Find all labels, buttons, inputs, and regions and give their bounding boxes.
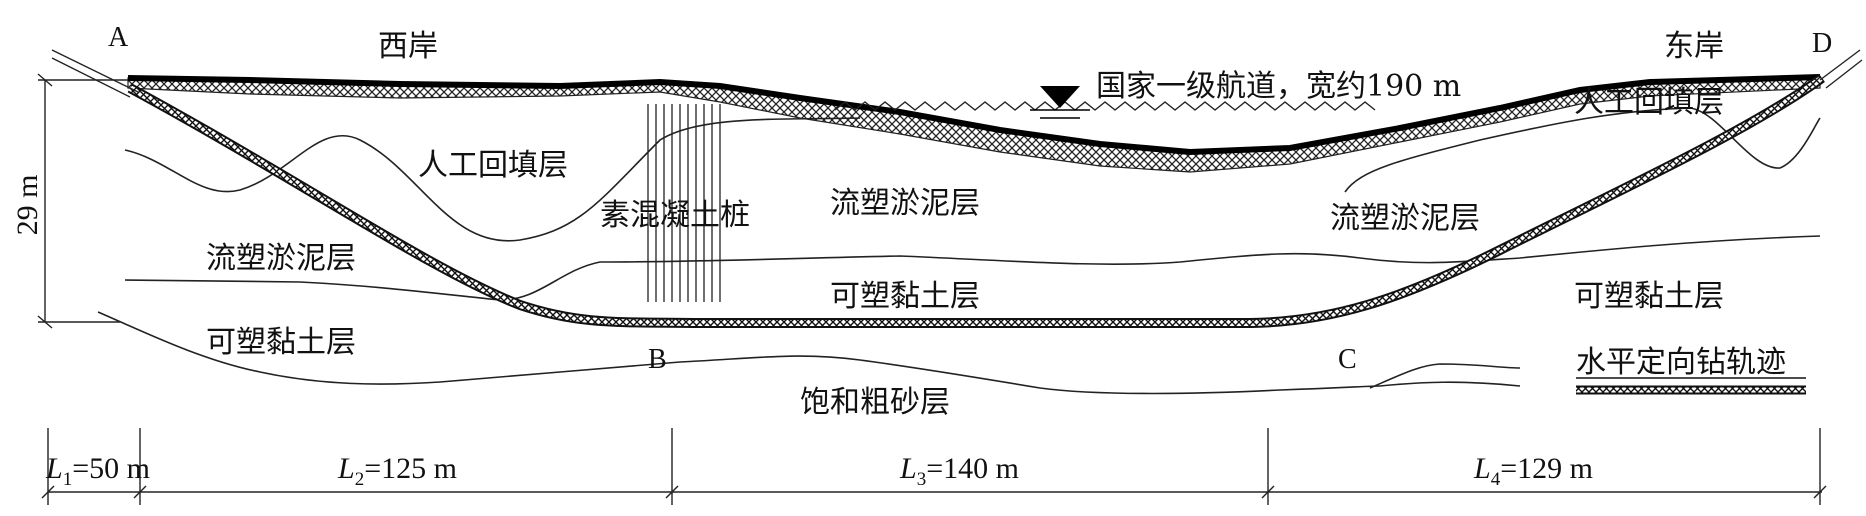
fill-boundary-west: [124, 117, 861, 242]
entry-line-b: [51, 57, 131, 98]
legend: 水平定向钻轨迹: [1576, 345, 1806, 395]
layer-label-fill-east: 人工回填层: [1574, 85, 1724, 120]
segment-label-3: L3=140 m: [899, 452, 1019, 490]
sand-lens-upper: [1369, 363, 1521, 389]
segment-label-1: L1=50 m: [45, 452, 150, 490]
segment-dimension-line: [41, 428, 1827, 505]
layer-label-clay-west: 可塑黏土层: [206, 325, 356, 360]
layer-label-clay-mid: 可塑黏土层: [830, 279, 980, 314]
point-a-label: A: [108, 22, 129, 53]
water-surface-zigzag: [834, 101, 1376, 111]
segment-label-4: L4=129 m: [1473, 452, 1593, 490]
water-level-marker: [1030, 86, 1090, 119]
layer-label-clay-east: 可塑黏土层: [1574, 279, 1724, 314]
layer-label-silt-east: 流塑淤泥层: [1330, 201, 1480, 236]
point-c-label: C: [1338, 344, 1357, 375]
layer-label-sand: 饱和粗砂层: [800, 385, 950, 420]
ground-surface-line: [127, 74, 1821, 156]
exit-line-b: [1825, 59, 1863, 89]
point-b-label: B: [648, 344, 667, 375]
layer-label-silt-west: 流塑淤泥层: [206, 241, 356, 276]
sand-lens-lower: [1379, 381, 1521, 387]
legend-trajectory-label: 水平定向钻轨迹: [1576, 345, 1786, 380]
waterway-label: 国家一级航道，宽约190 m: [1096, 69, 1461, 104]
layer-label-fill-west: 人工回填层: [418, 148, 568, 183]
segment-label-2: L2=125 m: [337, 452, 457, 490]
pile-label: 素混凝土桩: [600, 198, 750, 233]
west-bank-label: 西岸: [378, 29, 438, 64]
east-bank-label: 东岸: [1664, 29, 1724, 64]
clay-sand-boundary: [97, 311, 1381, 395]
point-d-label: D: [1812, 28, 1832, 59]
exit-line-a: [1819, 49, 1861, 81]
concrete-pile-group: [647, 104, 721, 302]
depth-label: 29 m: [11, 175, 44, 236]
depth-dimension: [37, 73, 128, 329]
fill-boundary-east: [1344, 107, 1821, 193]
layer-label-silt-mid: 流塑淤泥层: [830, 186, 980, 221]
entry-line-a: [51, 49, 139, 93]
hdd-trajectory-inner: [128, 75, 1824, 326]
